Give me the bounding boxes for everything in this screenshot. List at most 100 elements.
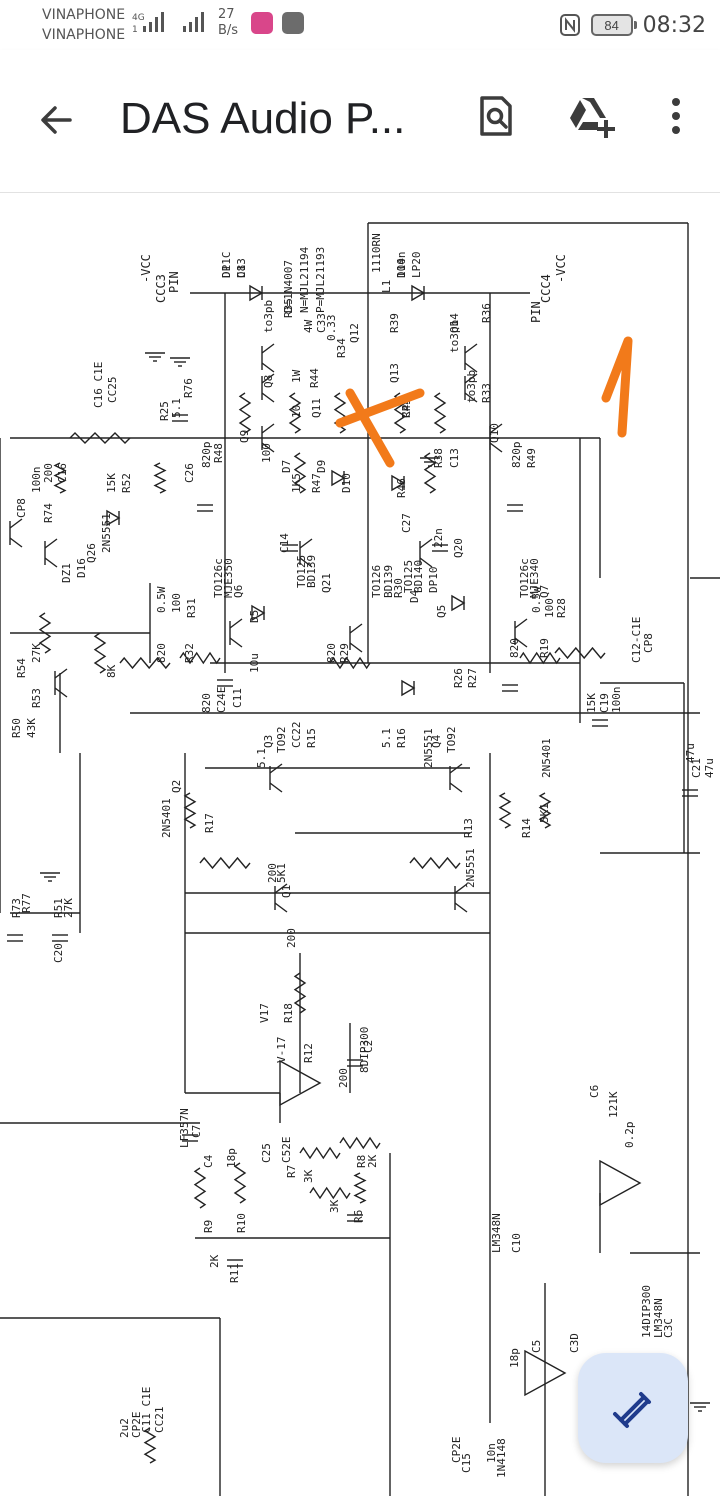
component-label: D1 — [220, 265, 233, 278]
component-label: D9 — [315, 460, 328, 473]
component-label: R77 — [20, 893, 33, 913]
component-label: 10u — [248, 653, 261, 673]
component-label: 100 — [170, 593, 183, 613]
component-label: L1 — [380, 280, 393, 293]
component-label: TO92 — [275, 727, 288, 754]
component-label: C25 — [260, 1143, 273, 1163]
component-label: Q26 — [85, 543, 98, 563]
carrier-2-label: VINAPHONE — [42, 27, 126, 43]
component-label: D16 — [75, 558, 88, 578]
diode-symbol — [249, 284, 264, 302]
component-label: LF357N — [178, 1108, 191, 1148]
component-label: R34 — [335, 338, 348, 358]
component-label: 43K — [25, 718, 38, 738]
component-label: D7 — [280, 460, 293, 473]
component-label: 18p — [225, 1148, 238, 1168]
component-label: D13 — [235, 258, 248, 278]
transistor-emitter — [261, 362, 275, 373]
resistor — [183, 792, 197, 829]
resistor — [119, 656, 171, 670]
resistor — [38, 612, 52, 654]
battery-indicator: 84 — [590, 14, 637, 36]
component-label: R46 — [395, 478, 408, 498]
component-label: R25 — [158, 401, 171, 421]
component-label: C15 — [460, 1453, 473, 1473]
net-speed-value: 27 — [218, 7, 235, 22]
component-label: R73 — [10, 898, 23, 918]
component-label: C5 — [530, 1340, 543, 1353]
component-label: R26 — [452, 668, 465, 688]
back-button[interactable] — [30, 94, 82, 146]
component-label: R39 — [388, 313, 401, 333]
component-label: CP2E — [130, 1412, 143, 1439]
component-label: DP10 — [427, 567, 440, 594]
add-to-drive-button[interactable] — [564, 88, 620, 144]
rail-label: CCC3 — [154, 274, 168, 303]
transistor-collector — [269, 763, 283, 774]
component-label: Q9 — [238, 430, 251, 443]
component-label: 820p — [200, 442, 213, 469]
component-label: V17 — [258, 1003, 271, 1023]
component-label: 5.1 — [380, 728, 393, 748]
component-label: R38 — [432, 448, 445, 468]
component-label: MJE340 — [528, 558, 541, 598]
component-label: BD139 — [305, 555, 318, 588]
component-label: 2N5551 — [422, 728, 435, 768]
component-label: MJE350 — [222, 558, 235, 598]
component-label: C20 — [52, 943, 65, 963]
diode-symbol — [411, 284, 426, 302]
more-options-button[interactable] — [648, 88, 704, 144]
component-label: C26 — [183, 463, 196, 483]
component-label: 100n — [610, 687, 623, 714]
component-label: 100 — [260, 443, 273, 463]
component-label: D14 — [395, 258, 408, 278]
component-label: C3D — [568, 1333, 581, 1353]
edit-fab-button[interactable] — [578, 1353, 688, 1463]
component-label: R14 — [520, 818, 533, 838]
signal-1-icon — [143, 12, 164, 32]
resistor — [288, 392, 302, 434]
component-label: R76 — [182, 378, 195, 398]
component-label: 5.1 — [255, 748, 268, 768]
component-label: 200 — [337, 1068, 350, 1088]
find-in-document-button[interactable] — [468, 88, 524, 144]
resistor — [519, 651, 561, 665]
transistor-collector — [54, 668, 68, 679]
component-label: D4 — [408, 589, 421, 603]
diode-symbol — [251, 604, 266, 622]
transistor-emitter — [261, 392, 275, 403]
component-label: C3C — [662, 1318, 675, 1338]
component-label: 100n — [395, 252, 408, 279]
component-label: R28 — [555, 598, 568, 618]
component-label: Q20 — [452, 538, 465, 558]
component-label: 0.33 — [325, 315, 338, 342]
component-label: 100 — [543, 598, 556, 618]
component-label: 3K — [328, 1199, 341, 1213]
transistor-collector — [464, 343, 478, 354]
component-label: to3pb — [448, 320, 461, 353]
component-label: C14 — [278, 533, 291, 553]
add-to-drive-icon — [570, 98, 615, 138]
shopee-app-icon — [282, 12, 304, 34]
component-label: R53 — [30, 688, 43, 708]
opamp-symbol — [524, 1349, 567, 1397]
component-label: C21 — [690, 758, 703, 778]
resistor — [339, 1136, 381, 1150]
component-label: 2K — [366, 1154, 379, 1168]
resistor — [433, 392, 447, 434]
component-label: R50 — [10, 718, 23, 738]
more-vert-icon — [672, 98, 680, 134]
component-label: CC25 — [106, 377, 119, 404]
transistor-emitter — [44, 557, 58, 568]
component-label: 1K5 — [290, 473, 303, 493]
orange-handwritten-mark — [601, 336, 633, 438]
resistor — [199, 856, 251, 870]
component-label: R27 — [466, 668, 479, 688]
resistor — [53, 462, 67, 494]
component-label: C10 — [510, 1233, 523, 1253]
component-label: C13 — [448, 448, 461, 468]
component-label: TO92 — [445, 727, 458, 754]
component-label: C52E — [280, 1137, 293, 1164]
